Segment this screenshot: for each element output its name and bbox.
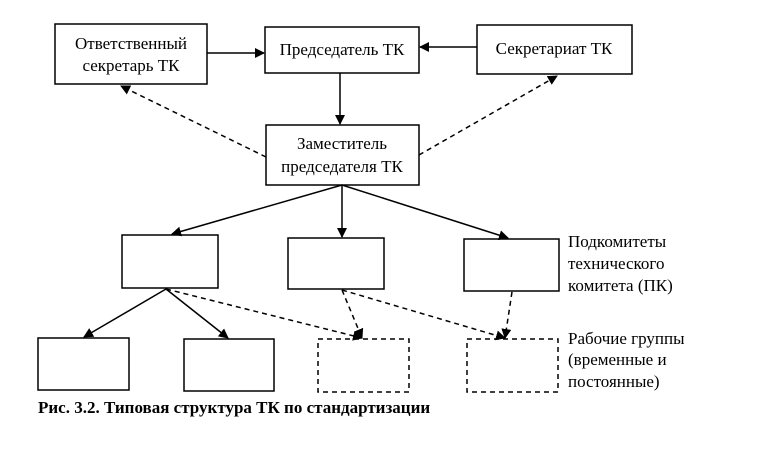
arrow-subcommittee1-to-group3 xyxy=(165,288,363,341)
deputy-chairman-box xyxy=(265,124,420,186)
working-groups-label-line1: Рабочие группы xyxy=(568,329,685,348)
subcommittees-label-line1: Подкомитеты xyxy=(568,232,667,251)
secretariat-box xyxy=(476,24,633,75)
working-groups-label-line2: (временные и xyxy=(568,350,667,369)
arrow-subcommittee3-to-group4 xyxy=(501,291,513,339)
secretariat-label: Секретариат ТК xyxy=(496,39,613,58)
figure-caption: Рис. 3.2. Типовая структура ТК по станда… xyxy=(38,398,430,417)
responsible-secretary-line2: секретарь ТК xyxy=(82,56,180,75)
deputy-chairman-line1: Заместитель xyxy=(297,134,387,153)
subcommittee-box-3 xyxy=(463,238,560,292)
arrow-deputy-to-subcommittee-3 xyxy=(341,184,509,241)
chairman-box xyxy=(264,26,420,74)
subcommittee-box-2 xyxy=(287,237,385,290)
subcommittee-box-1 xyxy=(121,234,219,289)
arrow-subcommittee2-to-group4 xyxy=(341,289,506,341)
arrow-deputy-to-secretary xyxy=(120,85,267,158)
arrow-deputy-to-subcommittee-1 xyxy=(171,184,343,237)
arrow-subcommittee1-to-group2 xyxy=(165,288,229,339)
working-group-box-4 xyxy=(466,338,559,393)
chairman-label: Председатель ТК xyxy=(280,40,405,59)
working-groups-label-line3: постоянные) xyxy=(568,372,660,391)
arrow-subcommittee1-to-group1 xyxy=(83,288,167,338)
arrow-deputy-to-secretariat xyxy=(418,75,558,156)
working-group-box-1 xyxy=(37,337,130,391)
arrow-subcommittee2-to-group3 xyxy=(341,289,364,339)
deputy-chairman-line2: председателя ТК xyxy=(281,157,403,176)
subcommittees-label-line3: комитета (ПК) xyxy=(568,276,673,295)
responsible-secretary-line1: Ответственный xyxy=(75,34,187,53)
responsible-secretary-box xyxy=(54,23,208,85)
working-group-box-3 xyxy=(317,338,410,393)
working-group-box-2 xyxy=(183,338,275,392)
subcommittees-label-line2: технического xyxy=(568,254,664,273)
